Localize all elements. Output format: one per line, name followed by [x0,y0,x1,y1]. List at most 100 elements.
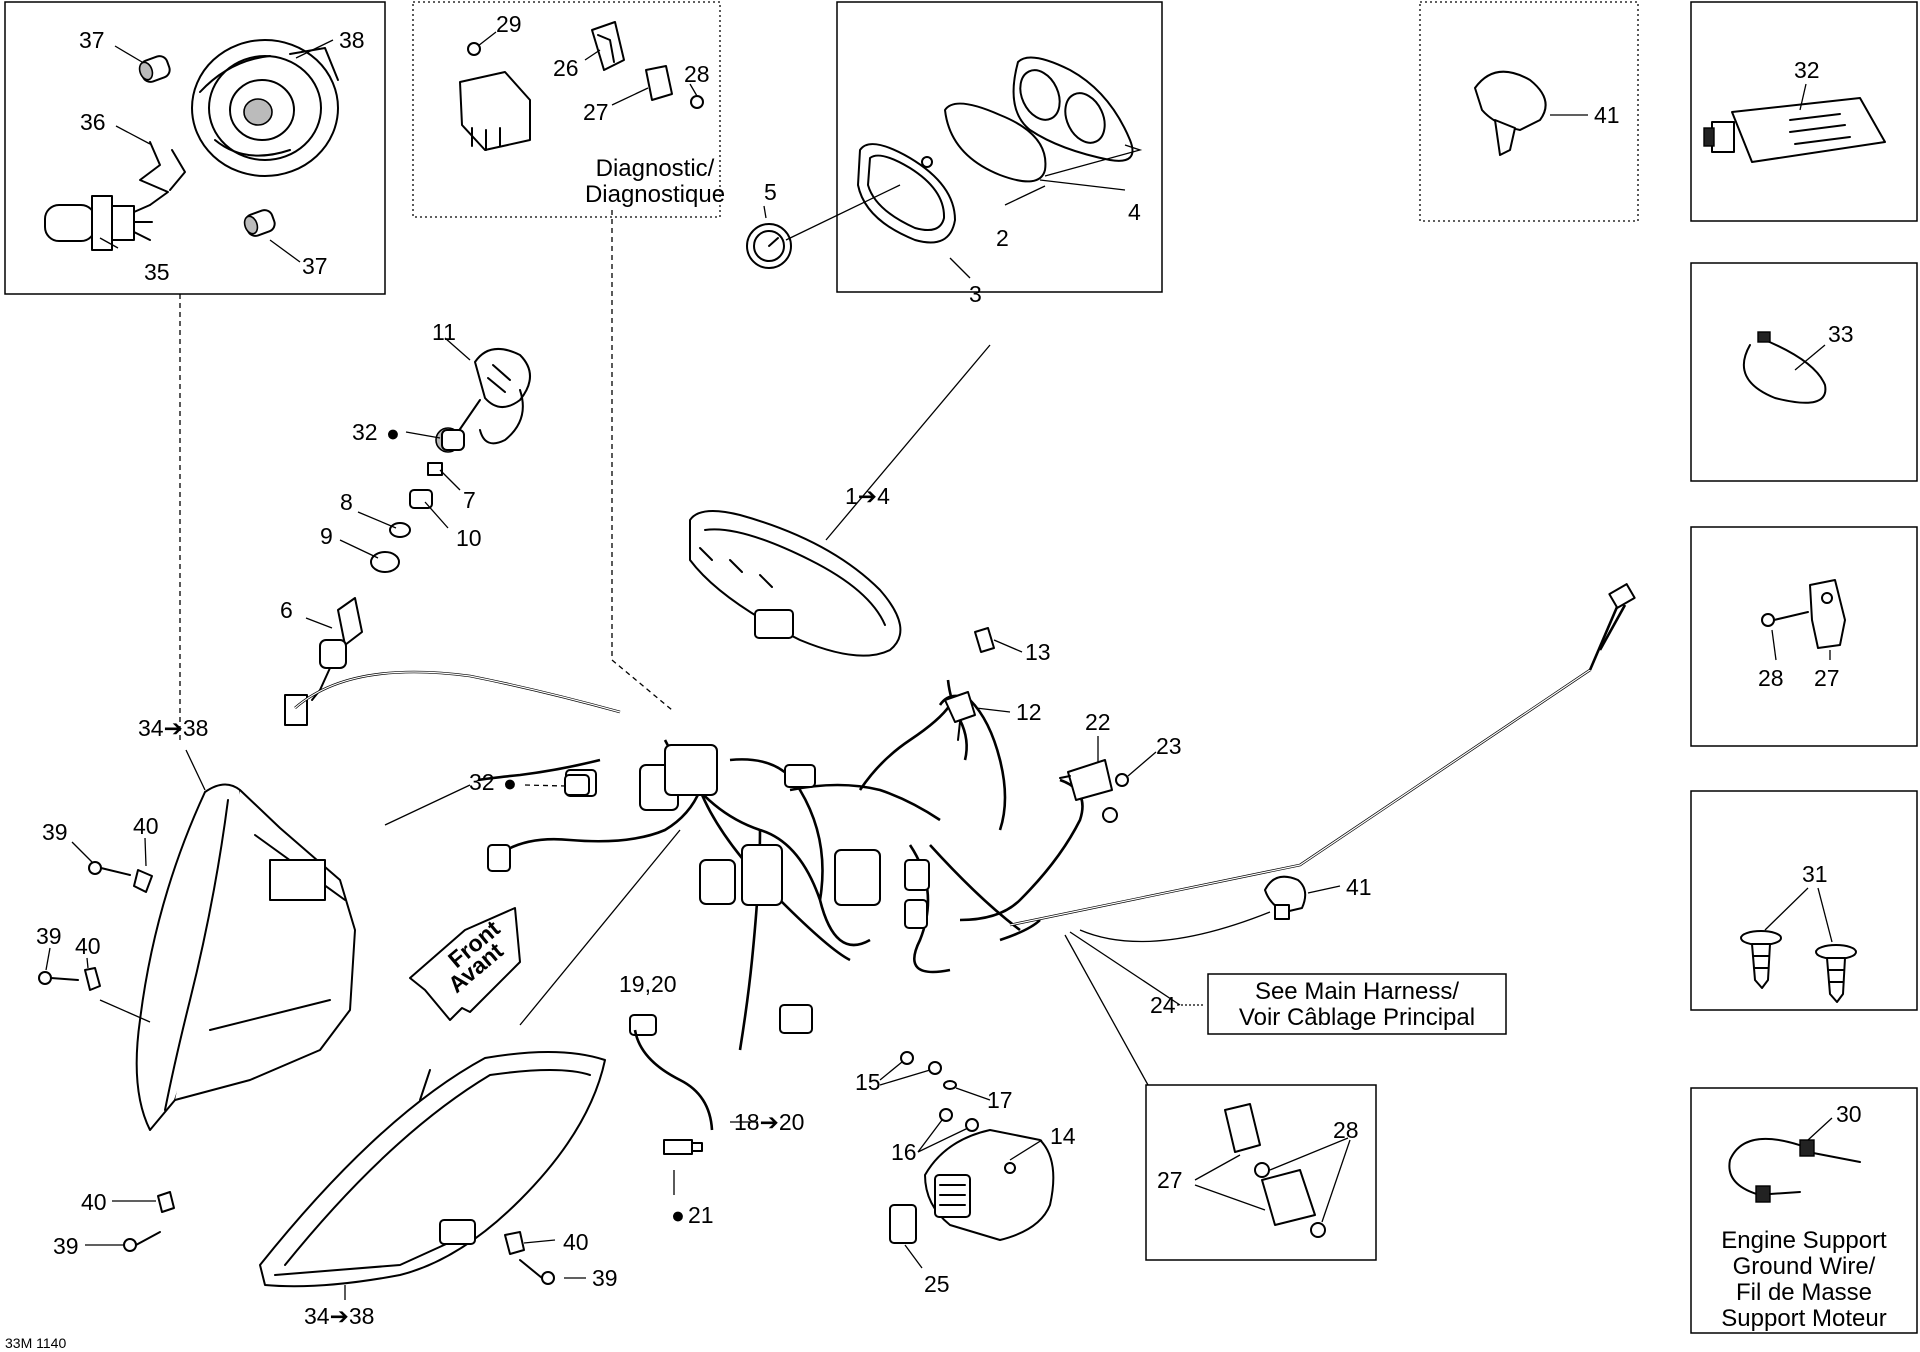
callout-30: 30 [1836,1101,1862,1127]
callout-28: 28 [1758,665,1784,691]
callout-40: 40 [563,1229,589,1255]
callout-32: 32 [1794,57,1820,83]
callout-11: 11 [432,319,456,345]
callout-41: 41 [1594,102,1620,128]
callout-14: 14 [1050,1123,1076,1149]
callout-33: 33 [1828,321,1854,347]
callout-12: 12 [1016,699,1042,725]
connector-icon [487,844,511,872]
nut-icon [467,42,481,56]
bracket-icon [1224,1103,1270,1178]
callout-4: 4 [1128,199,1141,225]
voltage-regulator-icon [924,1129,1055,1241]
ground-label-line2: Ground Wire/ [1733,1253,1876,1280]
headlight-bulb-inset [4,1,386,295]
ground-label-line1: Engine Support [1721,1227,1887,1254]
drop-icon: ● [503,770,517,796]
screw-icon [1761,611,1809,627]
callout-13: 13 [1025,639,1051,665]
temperature-sensor-icon [944,627,995,741]
callout-27: 27 [1814,665,1840,691]
callout-10: 10 [456,525,482,551]
callout-27: 27 [1157,1167,1183,1193]
washer-icon [389,522,411,538]
screw-icon [88,861,131,876]
callout-39: 39 [36,923,62,949]
callout-41: 41 [1346,874,1372,900]
grease-tube-icon [1703,97,1886,163]
callout-18-20: 18➔20 [734,1109,804,1135]
callout-25: 25 [924,1271,950,1297]
connector-icon [779,1004,813,1034]
callout-34-38: 34➔38 [138,715,208,741]
clip-nut-icon [84,967,101,991]
left-headlight-icon [135,783,356,1131]
bulb-cap-icon [138,55,171,83]
ground-label-line4: Support Moteur [1721,1305,1886,1332]
ground-wire-inset [1690,1087,1918,1334]
callout-38: 38 [339,27,365,53]
h4-bulb-icon [44,195,153,251]
rivet-inset [1690,790,1918,1011]
ground-label-line3: Fil de Masse [1736,1279,1872,1306]
screw-icon [965,1118,979,1132]
callout-28: 28 [684,61,710,87]
callout-36: 36 [80,109,106,135]
cluster-lens-icon [944,102,1047,183]
grease-inset [1690,1,1918,222]
tie-inset [1690,262,1918,482]
bezel-icon [370,551,400,573]
cluster-gasket-icon [857,143,956,244]
grommet-icon [441,429,465,451]
callout-39: 39 [42,819,68,845]
callout-35: 35 [144,259,170,285]
callout-23: 23 [1156,733,1182,759]
screw-icon [519,1259,555,1285]
callout-27: 27 [583,99,609,125]
clip-inset [1419,1,1639,222]
cluster-housing-icon [1012,56,1134,162]
screw-icon [38,971,79,985]
callout-5: 5 [764,179,777,205]
callout-37: 37 [79,27,105,53]
callout-16: 16 [891,1139,917,1165]
screw-icon [123,1231,161,1252]
nut-icon [900,1051,914,1065]
bulb-cap-icon [243,209,276,237]
nut-icon [1310,1222,1326,1238]
push-rivet-icon [1815,944,1857,1003]
callout-21: 21 [688,1202,714,1228]
headlight-reflector-icon [191,39,339,177]
right-headlight-icon [259,1051,606,1288]
callout-26: 26 [553,55,579,81]
connector-icon [564,774,590,796]
callout-40: 40 [133,813,159,839]
bracket-bottom-inset [1145,1084,1377,1261]
connector-icon [741,844,783,906]
connector-icon [904,899,928,929]
callout-39: 39 [53,1233,79,1259]
callout-22: 22 [1085,709,1111,735]
bracket-icon [645,65,673,101]
harness-note-box [1207,973,1507,1035]
callout-24: 24 [1150,992,1176,1018]
bracket-icon [1261,1169,1326,1238]
harness-note-line1: See Main Harness/ [1255,978,1459,1005]
push-clip-icon [1474,70,1547,156]
ground-wire-icon [1728,1137,1861,1203]
callout-7: 7 [463,487,476,513]
callout-8: 8 [340,489,353,515]
nut-icon [1254,1162,1270,1178]
harness-note-line2: Voir Câblage Principal [1239,1004,1475,1031]
clip-nut-icon [504,1231,525,1255]
connector-icon [889,1204,917,1244]
nut-icon [427,462,443,476]
connector-icon [664,744,718,796]
screw-icon [921,156,933,168]
drop-icon: ● [671,1202,685,1228]
connector-icon [904,859,930,891]
washer-icon [943,1080,957,1090]
callout-29: 29 [496,11,522,37]
push-clip-icon [1264,875,1307,920]
